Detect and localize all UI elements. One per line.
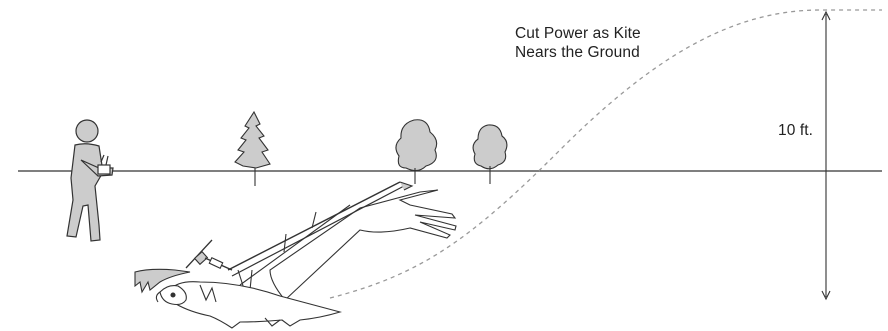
annotation-line-1: Cut Power as Kite xyxy=(515,24,641,43)
bird-kite xyxy=(135,182,456,328)
annotation-line-2: Nears the Ground xyxy=(515,43,641,62)
height-label: 10 ft. xyxy=(778,122,813,140)
tree-2 xyxy=(396,120,437,184)
height-indicator xyxy=(822,12,830,299)
pilot-figure xyxy=(67,120,113,241)
tree-1 xyxy=(235,112,270,186)
annotation-text: Cut Power as Kite Nears the Ground xyxy=(515,24,641,62)
tree-3 xyxy=(473,125,507,184)
